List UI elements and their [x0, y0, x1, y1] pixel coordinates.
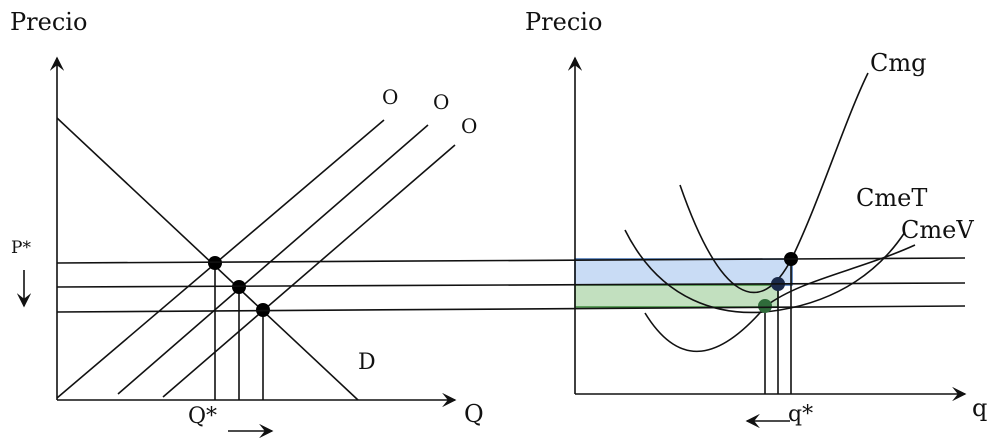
price-lines: [56, 257, 966, 313]
equilibrium-point-2: [232, 280, 246, 294]
supply-label-1: O: [382, 85, 398, 109]
average-total-cost-curve: [624, 229, 906, 314]
right-firm-panel: Precio q Cmg CmeT CmeV q*: [525, 8, 987, 429]
price-line-1: [56, 257, 966, 264]
supply-label-2: O: [433, 90, 449, 114]
price-line-2: [56, 282, 966, 288]
equilibrium-point-1: [208, 256, 222, 270]
right-y-axis-label: Precio: [525, 8, 602, 36]
supply-label-3: O: [461, 114, 477, 138]
price-label: P*: [11, 238, 31, 258]
demand-label: D: [358, 350, 376, 375]
cost-area: [574, 284, 779, 308]
supply-curve-3: [162, 144, 456, 398]
right-x-axis-label: q: [972, 394, 987, 422]
marginal-cost-label: Cmg: [870, 49, 926, 77]
left-x-axis-label: Q: [464, 400, 484, 428]
profit-area: [574, 258, 793, 286]
average-variable-cost-label: CmeV: [901, 216, 974, 244]
quantity-q-label: q*: [788, 402, 813, 427]
price-point-3: [758, 299, 772, 313]
supply-curve-2: [117, 124, 429, 395]
average-total-cost-label: CmeT: [856, 184, 927, 212]
price-line-3: [56, 305, 966, 313]
left-market-panel: Precio Q O O O D P* Q*: [10, 8, 484, 439]
left-y-axis-label: Precio: [10, 8, 87, 36]
quantity-label: Q*: [188, 404, 217, 429]
demand-curve: [56, 117, 359, 401]
